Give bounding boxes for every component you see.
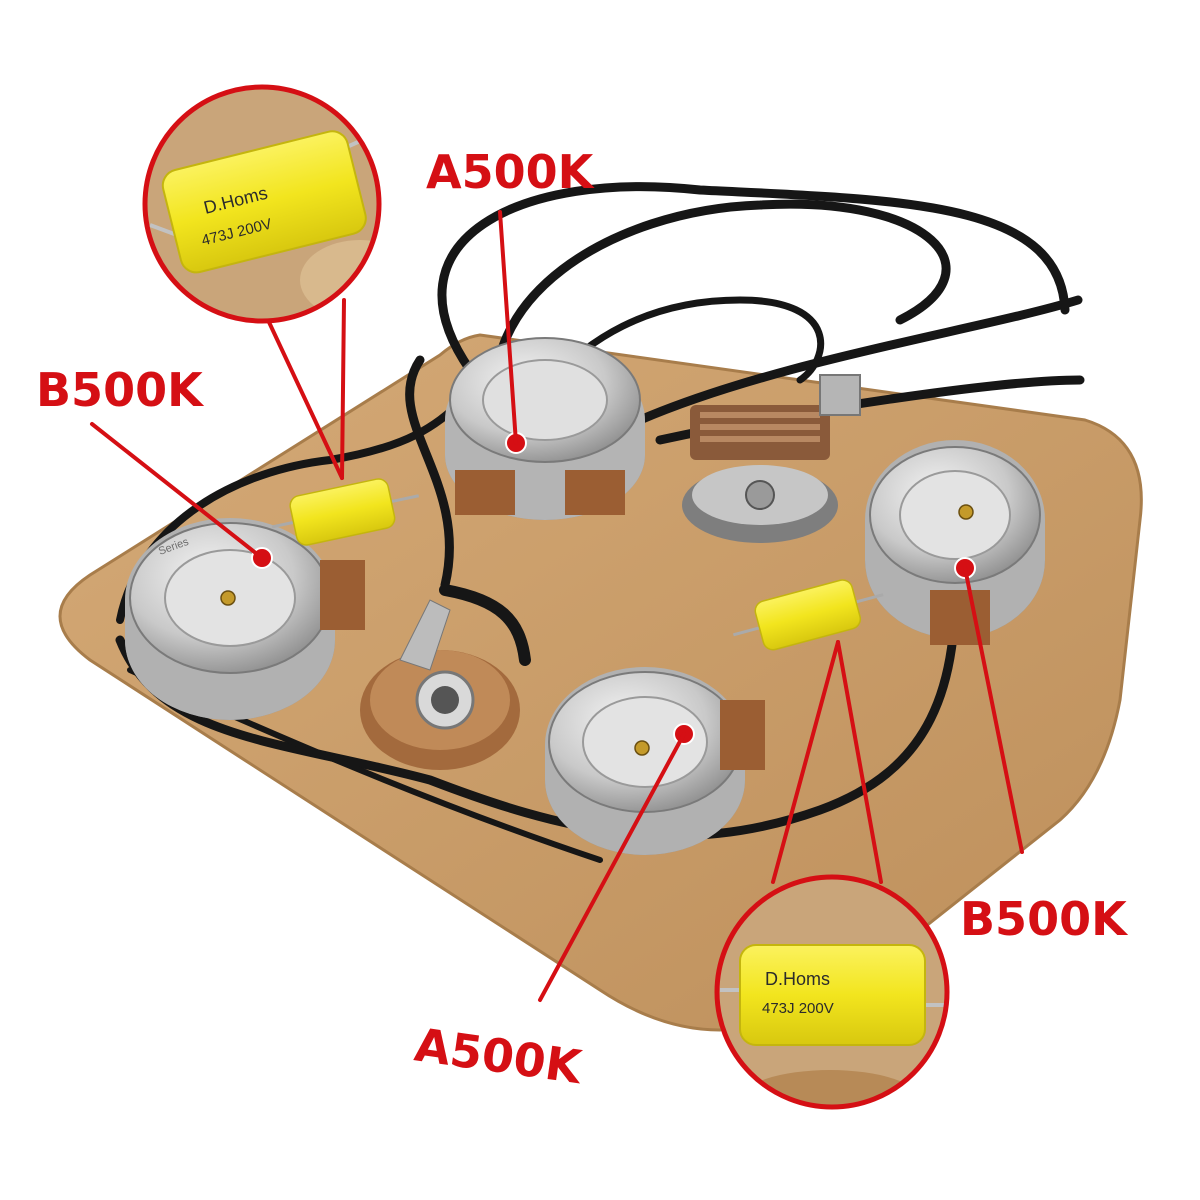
pot-bottom-a500k — [545, 667, 765, 855]
callout-label-top: A500K — [426, 145, 596, 199]
capacitor-zoom-bottom-right: D.Homs 473J 200V — [714, 874, 950, 1110]
capacitor-zoom-top-left: D.Homs 473J 200V — [142, 84, 382, 324]
callout-label-left: B500K — [36, 363, 205, 417]
toggle-switch — [682, 374, 861, 543]
callout-lines — [90, 210, 1024, 1002]
pot-right-b500k — [865, 440, 1045, 645]
capacitor-right — [733, 579, 884, 651]
pot-top-a500k — [445, 337, 645, 520]
pot-left-b500k: Series — [125, 518, 365, 720]
capacitor-brand-label: D.Homs — [765, 969, 830, 989]
callout-label-bottom: A500K — [411, 1017, 586, 1094]
capacitor-rating-label: 473J 200V — [762, 1000, 834, 1017]
output-jack — [360, 599, 520, 770]
capacitor-left — [271, 478, 420, 546]
callout-label-right: B500K — [960, 892, 1129, 946]
